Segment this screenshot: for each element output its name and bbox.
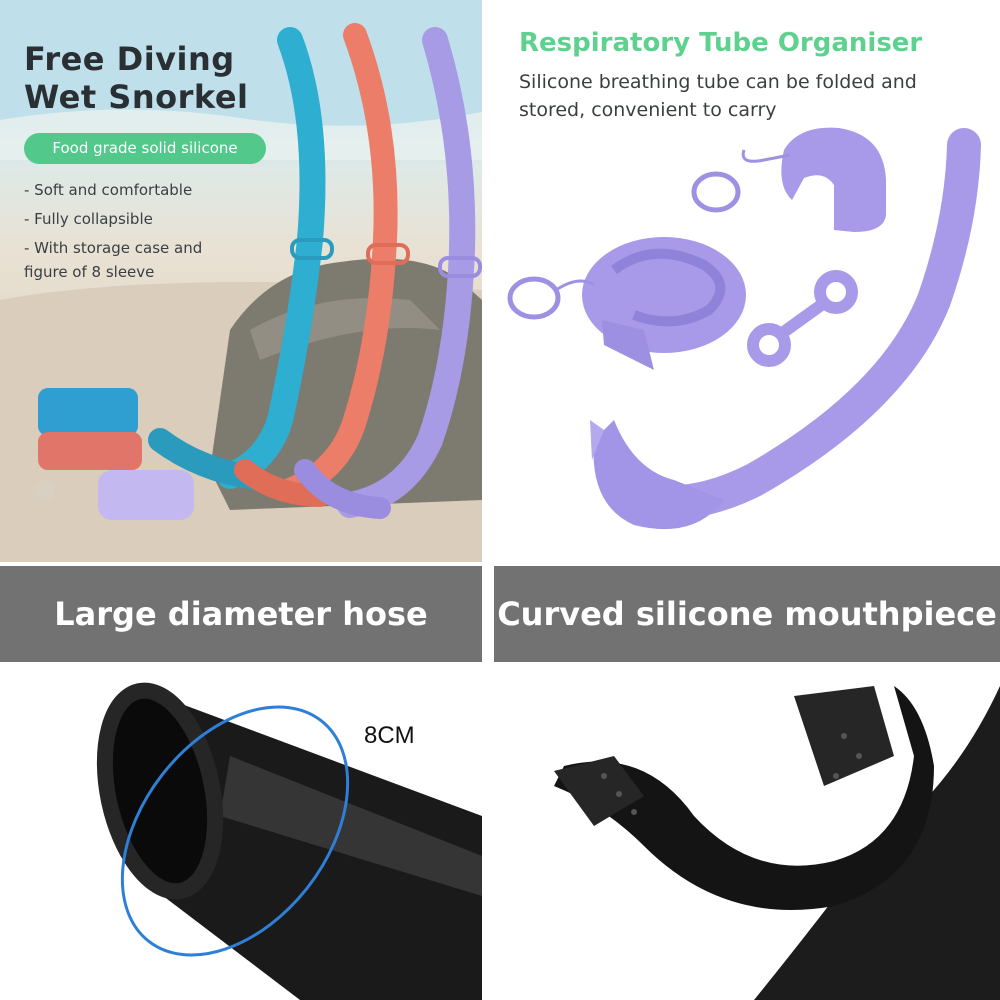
keyring-clip-top bbox=[691, 171, 741, 213]
feature-list: - Soft and comfortable - Fully collapsib… bbox=[24, 178, 234, 289]
purple-snorkel-tube bbox=[337, 27, 476, 518]
hose-illustration bbox=[96, 682, 482, 1000]
purple-case bbox=[98, 470, 194, 520]
title-line-1: Free Diving bbox=[24, 40, 235, 78]
purple-mouthpiece bbox=[593, 420, 724, 530]
feature-item: - With storage case and figure of 8 slee… bbox=[24, 239, 203, 281]
hose-opening bbox=[96, 682, 224, 900]
mouthpiece-detail-panel bbox=[494, 666, 1000, 1000]
feature-item: - Soft and comfortable bbox=[24, 181, 193, 199]
organiser-panel: Respiratory Tube Organiser Silicone brea… bbox=[494, 0, 1000, 562]
mouthpiece-banner: Curved silicone mouthpiece bbox=[494, 566, 1000, 662]
organiser-title: Respiratory Tube Organiser bbox=[519, 28, 923, 58]
mouthpiece-illustration bbox=[554, 686, 1000, 1000]
product-title: Free Diving Wet Snorkel bbox=[24, 40, 248, 116]
hose-detail-panel: 8CM bbox=[0, 666, 482, 1000]
hose-banner: Large diameter hose bbox=[0, 566, 482, 662]
open-case-top bbox=[781, 127, 886, 232]
blue-case bbox=[38, 388, 138, 436]
figure-8-sleeve bbox=[747, 270, 858, 367]
diameter-indicator bbox=[120, 705, 350, 957]
organiser-description: Silicone breathing tube can be folded an… bbox=[519, 71, 917, 121]
beach-scene-illustration bbox=[0, 0, 482, 562]
beach-product-panel: Free Diving Wet Snorkel Food grade solid… bbox=[0, 0, 482, 562]
material-badge: Food grade solid silicone bbox=[24, 133, 266, 164]
organiser-illustration bbox=[507, 127, 981, 530]
coral-case bbox=[38, 432, 142, 470]
blue-snorkel-tube bbox=[217, 27, 326, 489]
keyring-clip-left bbox=[507, 276, 561, 320]
coral-snorkel-tube bbox=[278, 23, 398, 502]
black-tube bbox=[754, 686, 1000, 1000]
feature-item: - Fully collapsible bbox=[24, 210, 153, 228]
diameter-label: 8CM bbox=[364, 722, 415, 749]
title-line-2: Wet Snorkel bbox=[24, 78, 249, 116]
